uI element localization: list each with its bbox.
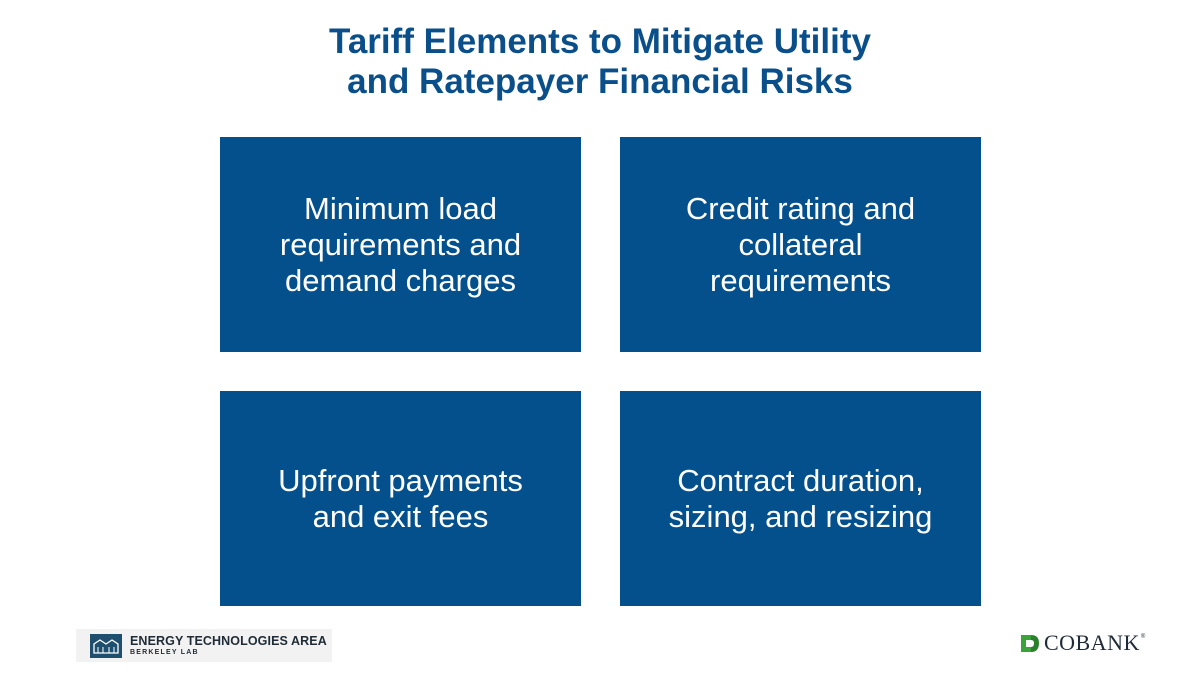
cobank-wordmark: COBANK (1044, 630, 1140, 655)
energy-technologies-area-logo: ENERGY TECHNOLOGIES AREA BERKELEY LAB (76, 629, 332, 662)
box-minimum-load: Minimum load requirements and demand cha… (220, 137, 581, 352)
cobank-trademark: ® (1140, 634, 1146, 640)
box-credit-rating: Credit rating and collateral requirement… (620, 137, 981, 352)
slide-title: Tariff Elements to Mitigate Utility and … (0, 22, 1200, 102)
building-icon (90, 633, 122, 658)
cobank-leaf-icon (1021, 635, 1039, 652)
eta-main-text: ENERGY TECHNOLOGIES AREA (130, 633, 327, 648)
slide-title-line-2: and Ratepayer Financial Risks (347, 62, 853, 101)
box-contract-duration: Contract duration, sizing, and resizing (620, 391, 981, 606)
cobank-logo: COBANK ® (1019, 628, 1145, 658)
box-upfront-payments: Upfront payments and exit fees (220, 391, 581, 606)
slide-title-line-1: Tariff Elements to Mitigate Utility (329, 22, 871, 61)
eta-sub-text: BERKELEY LAB (130, 649, 199, 657)
